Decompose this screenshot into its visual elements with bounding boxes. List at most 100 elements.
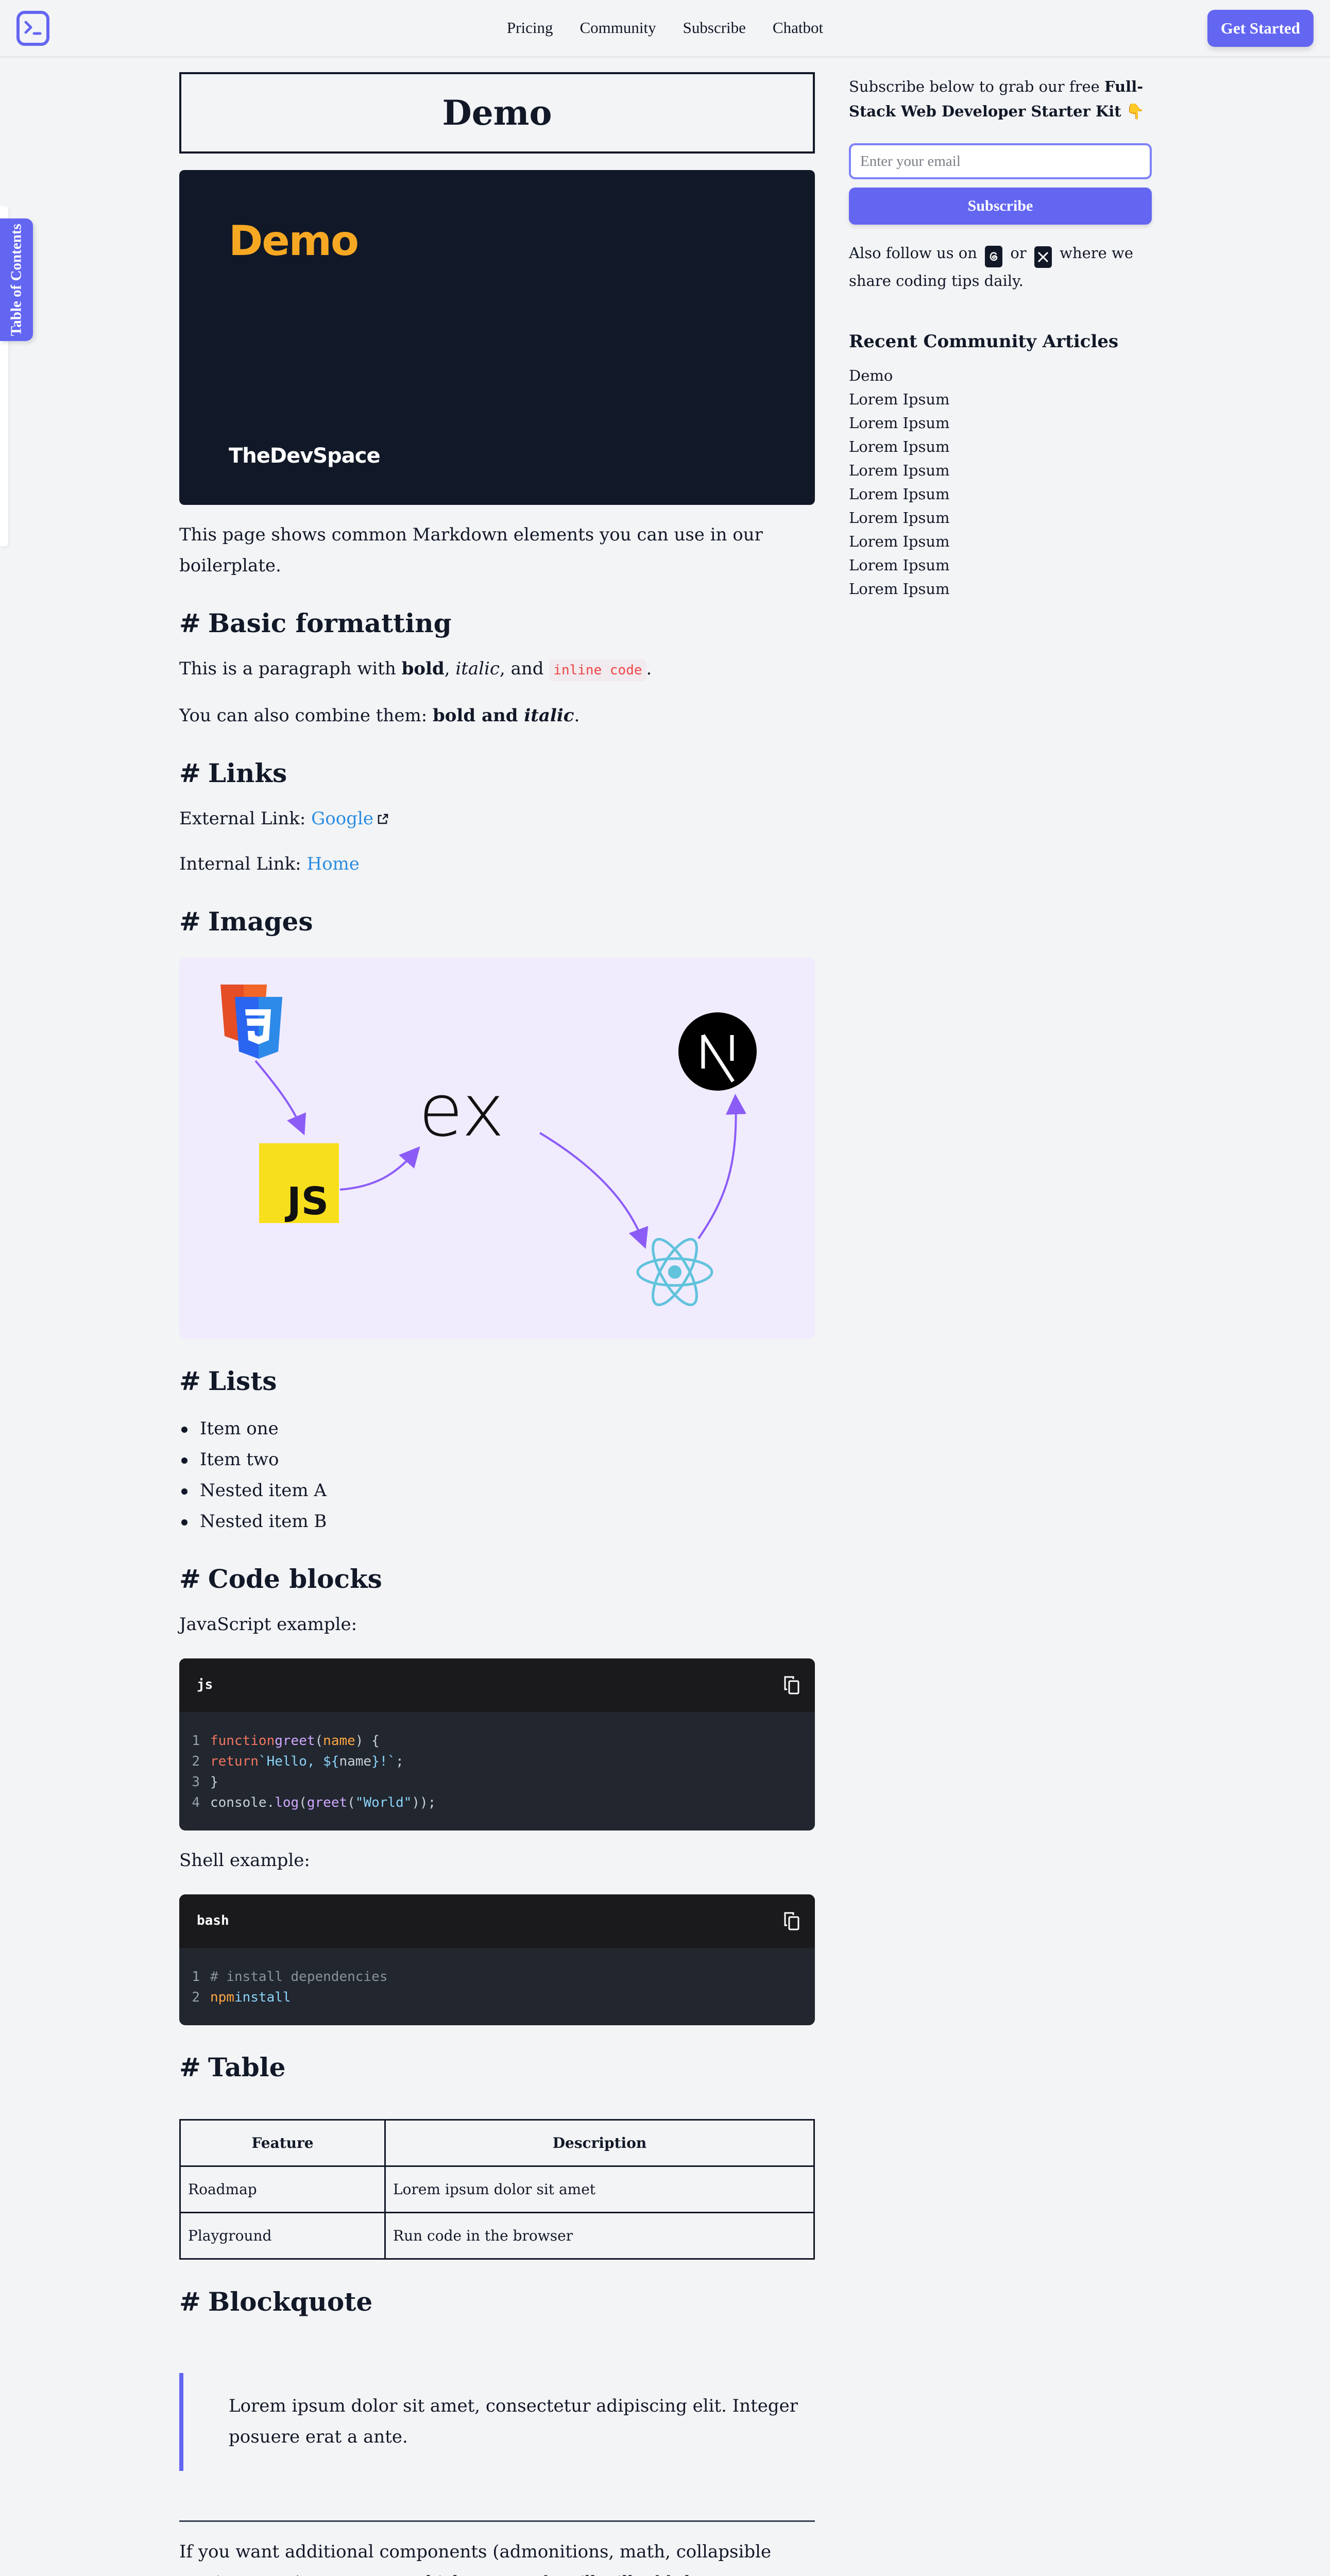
- heading-text: Blockquote: [208, 2286, 373, 2317]
- get-started-button[interactable]: Get Started: [1207, 9, 1314, 47]
- line-number: 2: [192, 1990, 200, 2005]
- home-logo[interactable]: [16, 10, 49, 46]
- bold-text: bold: [401, 658, 445, 679]
- cover-image: Demo TheDevSpace: [179, 170, 815, 505]
- nested-list-item: Nested item A: [179, 1475, 815, 1506]
- recent-articles-heading: Recent Community Articles: [849, 331, 1119, 352]
- shell-example-label: Shell example:: [179, 1850, 310, 1871]
- recent-articles-list: Demo Lorem Ipsum Lorem Ipsum Lorem Ipsum…: [849, 364, 1152, 601]
- line-number: 1: [192, 1733, 200, 1749]
- nav-link-community[interactable]: Community: [579, 19, 656, 37]
- heading-text: Basic formatting: [208, 608, 452, 638]
- heading-table[interactable]: #Table: [179, 2052, 286, 2082]
- heading-text: Links: [208, 758, 287, 788]
- recent-article-link[interactable]: Lorem Ipsum: [849, 509, 950, 527]
- recent-article-link[interactable]: Lorem Ipsum: [849, 532, 950, 550]
- email-field[interactable]: [849, 143, 1152, 179]
- heading-text: Code blocks: [208, 1564, 382, 1594]
- list-item: Item two: [179, 1444, 815, 1475]
- code-header: bash: [179, 1894, 815, 1948]
- feature-table: Feature Description Roadmap Lorem ipsum …: [179, 2119, 815, 2260]
- table-row: Playground Run code in the browser: [179, 2212, 815, 2260]
- heading-text: Table: [208, 2052, 286, 2082]
- threads-icon: [990, 252, 998, 261]
- bold-text: Full-Stack Web Developer Starter Kit: [849, 78, 1144, 120]
- follow-text: Also follow us on or where we share codi…: [849, 240, 1152, 294]
- inline-code: inline code: [549, 659, 646, 681]
- line-number: 3: [192, 1774, 200, 1790]
- cover-title: Demo: [229, 217, 359, 265]
- nav-link-subscribe[interactable]: Subscribe: [683, 19, 746, 37]
- line-number: 4: [192, 1795, 200, 1810]
- table-cell: Roadmap: [179, 2165, 386, 2213]
- sidebar: Subscribe below to grab our free Full-St…: [849, 72, 1152, 2576]
- heading-text: Images: [208, 906, 313, 937]
- article-title-box: Demo: [179, 72, 815, 154]
- heading-code-blocks[interactable]: #Code blocks: [179, 1564, 382, 1594]
- heading-basic-formatting[interactable]: #Basic formatting: [179, 608, 452, 638]
- text: where we share coding tips daily.: [849, 244, 1134, 290]
- outro-paragraph: If you want additional components (admon…: [179, 2541, 795, 2576]
- text: ,: [444, 658, 456, 679]
- table-cell: Run code in the browser: [384, 2212, 815, 2260]
- article: Demo Demo TheDevSpace This page shows co…: [179, 72, 815, 2576]
- text: External Link:: [179, 808, 312, 829]
- starter-kit-promo: Subscribe below to grab our free Full-St…: [849, 74, 1152, 124]
- bold-text: bold and: [432, 705, 524, 726]
- table-row: Roadmap Lorem ipsum dolor sit amet: [179, 2165, 815, 2213]
- heading-blockquote[interactable]: #Blockquote: [179, 2286, 373, 2317]
- nav-link-chatbot[interactable]: Chatbot: [772, 19, 824, 37]
- line-number: 2: [192, 1754, 200, 1769]
- recent-article-link[interactable]: Lorem Ipsum: [849, 485, 950, 503]
- recent-article-link[interactable]: Lorem Ipsum: [849, 437, 950, 455]
- code-language: js: [197, 1677, 213, 1693]
- text: .: [646, 658, 652, 679]
- recent-article-link[interactable]: Lorem Ipsum: [849, 461, 950, 479]
- italic-text: italic: [455, 658, 500, 679]
- diagram-graphic: JS ex: [220, 985, 757, 1307]
- external-link-paragraph: External Link: Google: [179, 803, 815, 834]
- copy-icon[interactable]: [782, 1911, 802, 1931]
- express-icon: ex: [419, 1069, 505, 1153]
- x-link[interactable]: [1034, 246, 1052, 268]
- recent-article-link[interactable]: Lorem Ipsum: [849, 580, 950, 598]
- table-of-contents-toggle[interactable]: Table of Contents: [0, 218, 33, 341]
- copy-icon[interactable]: [782, 1675, 802, 1696]
- formatting-paragraph: This is a paragraph with bold, italic, a…: [179, 653, 815, 686]
- css3-icon: [235, 997, 282, 1059]
- google-link[interactable]: Google: [311, 808, 373, 829]
- main-nav: Pricing Community Subscribe Chatbot: [507, 14, 823, 42]
- bold-italic-text: italic: [524, 705, 574, 726]
- tech-stack-diagram: JS ex: [179, 958, 815, 1339]
- top-nav: Pricing Community Subscribe Chatbot Get …: [0, 0, 1330, 58]
- recent-article-link[interactable]: Lorem Ipsum: [849, 390, 950, 408]
- table-header: Description: [384, 2119, 815, 2167]
- text: Internal Link:: [179, 854, 307, 874]
- recent-article-link[interactable]: Demo: [849, 366, 893, 384]
- recent-article-link[interactable]: Lorem Ipsum: [849, 556, 950, 574]
- home-link[interactable]: Home: [306, 854, 360, 874]
- text: Subscribe below to grab our free: [849, 78, 1105, 95]
- table-header: Feature: [179, 2119, 386, 2167]
- blockquote: Lorem ipsum dolor sit amet, consectetur …: [179, 2373, 815, 2471]
- text: , and: [499, 658, 550, 679]
- react-icon: [636, 1238, 713, 1307]
- code-header: js: [179, 1658, 815, 1712]
- divider: [179, 2520, 815, 2522]
- subscribe-button[interactable]: Subscribe: [849, 188, 1152, 225]
- list-item: Item one: [179, 1413, 815, 1444]
- heading-links[interactable]: #Links: [179, 758, 287, 788]
- text: .: [574, 705, 580, 726]
- heading-images[interactable]: #Images: [179, 906, 313, 937]
- nav-link-pricing[interactable]: Pricing: [506, 19, 553, 37]
- bullet-list: Item one Item two: [179, 1413, 815, 1475]
- toc-label: Table of Contents: [8, 223, 25, 336]
- nextjs-icon: [678, 1012, 757, 1091]
- heading-lists[interactable]: #Lists: [179, 1366, 277, 1396]
- recent-article-link[interactable]: Lorem Ipsum: [849, 414, 950, 432]
- threads-link[interactable]: [985, 246, 1003, 267]
- external-link-icon: [378, 814, 388, 824]
